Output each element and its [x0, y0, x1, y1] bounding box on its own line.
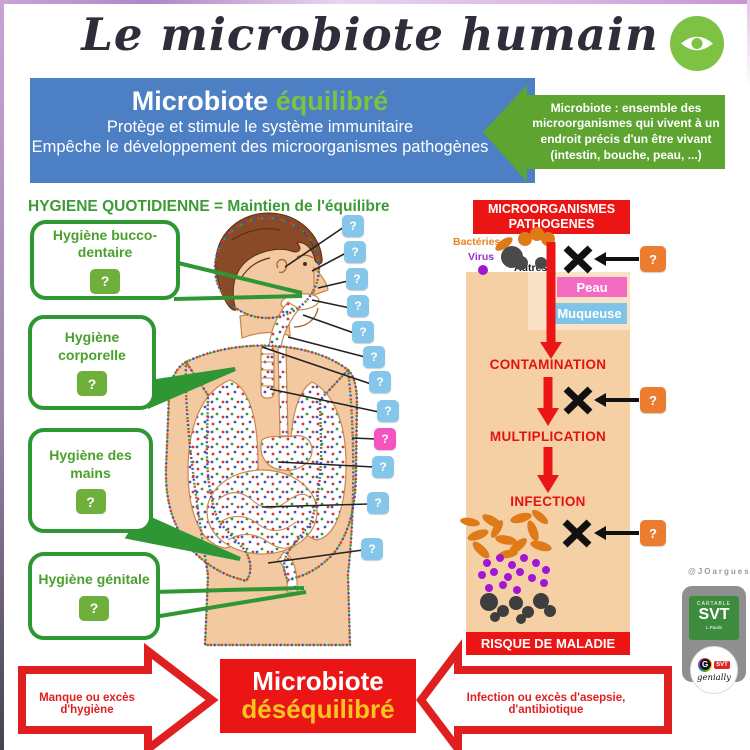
hygiene-label: Hygiène des mains — [49, 447, 132, 481]
body-marker-intestine[interactable]: ? — [367, 492, 389, 514]
infection-virus-cluster — [478, 554, 550, 594]
cause-arrow-right — [415, 639, 672, 750]
frame-top — [0, 0, 750, 4]
balanced-line1: Protège et stimule le système immunitair… — [106, 118, 414, 137]
genially-g-icon: G — [698, 657, 713, 672]
step-multiplication: MULTIPLICATION — [489, 429, 607, 444]
cause-left-label: Manque ou excès d'hygiène — [39, 692, 135, 716]
genially-g-letter: G — [699, 659, 711, 670]
infection-step-arrows — [537, 242, 562, 493]
body-marker-teeth[interactable]: ? — [352, 321, 374, 343]
hygiene-question-button[interactable]: ? — [90, 268, 120, 294]
blocker-arrow-lines — [594, 252, 639, 540]
hygiene-pointer-lines — [124, 260, 307, 619]
legend-microbe-icons — [478, 227, 555, 275]
balanced-title: Microbiote équilibré — [30, 86, 490, 117]
balanced-title-accent: équilibré — [275, 86, 389, 116]
pathogens-header: MICROORGANISMES PATHOGENES — [473, 200, 630, 234]
skin-chip: Peau — [557, 277, 627, 297]
balanced-title-main: Microbiote — [131, 86, 269, 116]
cartable-line3: L.Paulin — [705, 625, 723, 630]
hygiene-box-corporelle: Hygiène corporelle ? — [28, 315, 156, 410]
definition-arrow-head — [481, 85, 529, 182]
frame-left — [0, 0, 4, 750]
author-handle: @JOargues — [688, 567, 750, 576]
imbalance-box: Microbiote déséquilibré — [220, 659, 416, 733]
infection-others-cluster — [480, 593, 556, 624]
body-marker-esophagus[interactable]: ? — [369, 371, 391, 393]
definition-text: Microbiote : ensemble des microorganisme… — [532, 100, 720, 162]
disease-risk-banner: RISQUE DE MALADIE — [466, 632, 630, 655]
cause-right-label: Infection ou excès d'asepsie, d'antibiot… — [466, 692, 626, 716]
hygiene-label: Hygiène bucco-dentaire — [52, 226, 158, 261]
hygiene-heading: HYGIENE QUOTIDIENNE = Maintien de l'équi… — [28, 198, 390, 215]
imbalance-title-main: Microbiote — [252, 665, 384, 696]
step-contamination: CONTAMINATION — [489, 357, 607, 372]
hygiene-label: Hygiène corporelle — [58, 329, 126, 363]
body-marker-mouth[interactable]: ? — [347, 295, 369, 317]
cause-arrow-left — [18, 642, 219, 750]
cartable-svt-logo: CARTABLE SVT L.Paulin — [689, 596, 739, 640]
frame-right — [747, 0, 750, 90]
infection-bacteria-cluster — [460, 509, 552, 559]
cartable-line1: CARTABLE — [697, 601, 731, 607]
body-marker-skin[interactable]: ? — [374, 428, 396, 450]
body-marker-eye[interactable]: ? — [344, 241, 366, 263]
marker-pointer-lines — [261, 226, 380, 564]
definition-arrow: Microbiote : ensemble des microorganisme… — [527, 95, 725, 169]
hygiene-question-button[interactable]: ? — [77, 371, 107, 396]
body-marker-stomach[interactable]: ? — [372, 456, 394, 478]
hygiene-box-genitale: Hygiène génitale ? — [28, 552, 160, 640]
mucosa-chip: Muqueuse — [552, 303, 627, 324]
hygiene-question-button[interactable]: ? — [75, 489, 106, 514]
legend-virus-label: Virus — [468, 251, 495, 263]
body-marker-throat[interactable]: ? — [363, 346, 385, 368]
eye-icon[interactable] — [668, 15, 726, 72]
page-title: Le microbiote humain — [81, 8, 659, 61]
body-marker-genital[interactable]: ? — [361, 538, 383, 560]
legend-bacteria-label: Bactéries — [453, 236, 501, 248]
genially-wordmark: genially — [697, 672, 731, 683]
balanced-line2: Empêche le développement des microorgani… — [31, 138, 489, 157]
body-marker-nose[interactable]: ? — [346, 268, 368, 290]
body-marker-trachea[interactable]: ? — [377, 400, 399, 422]
credits-badge[interactable]: CARTABLE SVT L.Paulin G SVT genially — [682, 586, 746, 694]
block-x-icon — [562, 245, 593, 548]
body-marker-ear[interactable]: ? — [342, 215, 364, 237]
blocker-marker-infection[interactable]: ? — [640, 520, 666, 546]
genially-svt-tag: SVT — [714, 660, 730, 669]
imbalance-title-accent: déséquilibré — [241, 694, 395, 725]
hygiene-box-mains: Hygiène des mains ? — [28, 428, 153, 533]
hygiene-box-bucco-dentaire: Hygiène bucco-dentaire ? — [30, 220, 180, 300]
balanced-panel: Microbiote équilibré Protège et stimule … — [30, 78, 535, 183]
blocker-marker-entry[interactable]: ? — [640, 246, 666, 272]
cartable-line2: SVT — [698, 606, 730, 623]
hygiene-question-button[interactable]: ? — [79, 595, 109, 621]
blocker-marker-multiplication[interactable]: ? — [640, 387, 666, 413]
step-infection: INFECTION — [510, 494, 586, 509]
hygiene-label: Hygiène génitale — [38, 571, 150, 588]
genially-logo: G SVT genially — [690, 646, 738, 694]
